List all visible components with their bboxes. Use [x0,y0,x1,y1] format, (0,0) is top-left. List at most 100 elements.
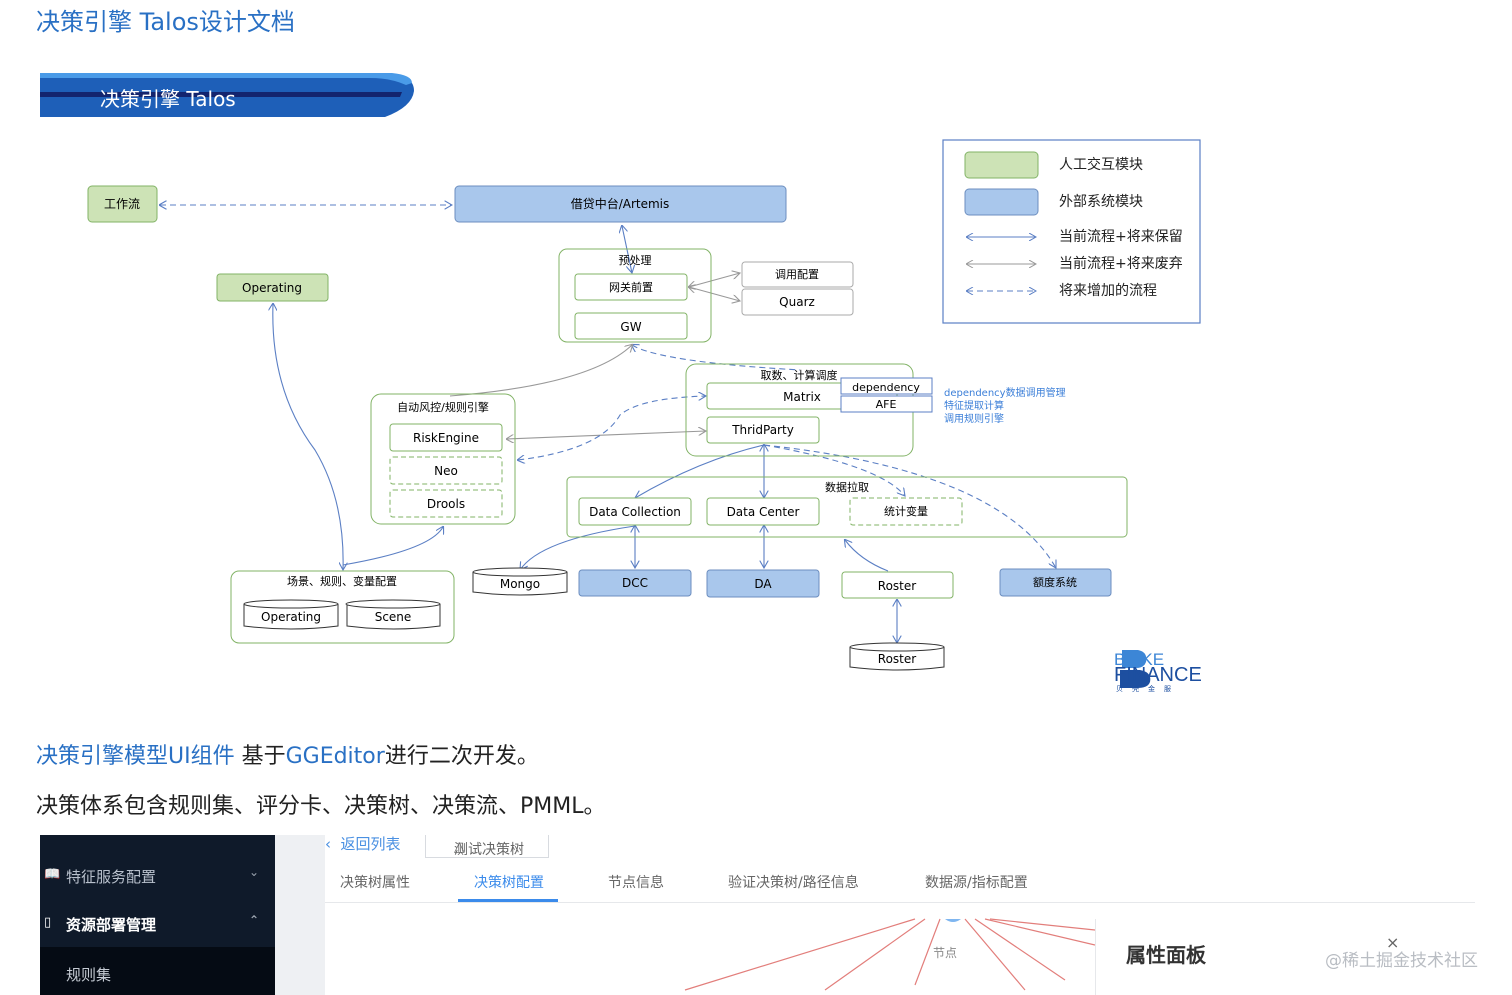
risk-engine-group [370,393,516,525]
tab-tree-config[interactable]: 决策树配置 [474,875,544,891]
architecture-diagram: 人工交互模块 外部系统模块 当前流程+将来保留 当前流程+将来废弃 将来增加的流… [87,139,1201,671]
svg-text:Matrix: Matrix [783,390,821,404]
sidebar-item-feature-service[interactable]: 📖 特征服务配置 ⌄ [40,853,275,899]
close-icon[interactable]: × [1386,933,1400,952]
data-pull-group [566,476,1128,538]
watermark: @稀土掘金技术社区 [1325,951,1478,971]
annotation-1: dependency数据调用管理 [944,386,1066,399]
svg-text:Data Collection: Data Collection [589,505,681,519]
svg-text:Quarz: Quarz [779,295,815,309]
chevron-down-icon: ⌄ [248,865,259,879]
para1-mid: 基于 [234,744,286,769]
root-node [945,919,961,922]
annotation-2: 特征提取计算 [944,399,1004,412]
preprocess-group [558,248,712,343]
svg-text:调用配置: 调用配置 [775,268,819,281]
link-ui-component[interactable]: 决策引擎模型UI组件 [36,744,235,769]
legend-green-swatch [964,151,1039,179]
link-ggeditor[interactable]: GGEditor [285,744,385,769]
logo-text-finance: FINANCE [1114,664,1202,686]
operating-db [243,599,339,630]
svg-text:Roster: Roster [878,579,916,593]
svg-text:预处理: 预处理 [619,254,652,267]
svg-text:网关前置: 网关前置 [609,280,653,294]
svg-text:场景、规则、变量配置: 场景、规则、变量配置 [287,574,397,588]
legend: 人工交互模块 外部系统模块 当前流程+将来保留 当前流程+将来废弃 将来增加的流… [942,139,1201,324]
active-tab-indicator [458,899,558,902]
afe-node [840,395,933,413]
banner-title: 决策引擎 Talos [100,87,236,111]
tab-verify-tree[interactable]: 验证决策树/路径信息 [728,875,859,891]
chevron-left-icon: ‹ [325,835,341,853]
stat-var-node [849,497,963,526]
annotation-3: 调用规则引擎 [944,412,1004,425]
sidebar: 📖 特征服务配置 ⌄ ▯ 资源部署管理 ⌃ 规则集 [40,835,275,995]
tab-test-tree[interactable]: △ 测试决策树 [425,835,549,858]
svg-text:取数、计算调度: 取数、计算调度 [761,368,838,382]
sidebar-subitem-label: 规则集 [66,966,112,984]
svg-text:GW: GW [620,320,641,334]
doc-icon: ▯ [44,915,52,930]
svg-text:Operating: Operating [242,281,302,295]
quarz-node [741,288,854,316]
artemis-node [454,185,787,223]
svg-text:Neo: Neo [434,464,458,478]
svg-text:AFE: AFE [876,398,897,411]
svg-text:DA: DA [754,577,772,591]
dependency-node [840,377,933,395]
svg-text:DCC: DCC [622,576,648,590]
legend-keep-label: 当前流程+将来保留 [1059,228,1183,245]
beike-finance-logo [1120,650,1151,688]
tab-node-info[interactable]: 节点信息 [608,875,664,891]
property-panel: 属性面板 × [1095,919,1486,995]
legend-drop-label: 当前流程+将来废弃 [1059,255,1183,272]
logo-text-sub: 贝壳金服 [1116,685,1180,693]
svg-text:借贷中台/Artemis: 借贷中台/Artemis [571,196,670,211]
chevron-up-icon: ⌃ [248,913,259,927]
book-icon: 📖 [44,867,61,882]
tree-canvas[interactable]: 节点 [325,905,1095,995]
embedded-screenshot: 📖 特征服务配置 ⌄ ▯ 资源部署管理 ⌃ 规则集 ‹ 返回列表 △ 测试决策树… [40,835,1512,995]
svg-text:统计变量: 统计变量 [884,504,928,518]
svg-text:dependency: dependency [852,381,920,394]
paragraph-ggeditor: 决策引擎模型UI组件 基于GGEditor进行二次开发。 [36,738,539,770]
svg-text:Data Center: Data Center [727,505,800,519]
sidebar-item-resource-deploy[interactable]: ▯ 资源部署管理 ⌃ [40,901,275,947]
svg-text:RiskEngine: RiskEngine [413,431,479,445]
legend-external-label: 外部系统模块 [1059,194,1143,210]
legend-human-label: 人工交互模块 [1059,156,1143,173]
tab-test-tree-label: 测试决策树 [454,842,524,858]
svg-text:自动风控/规则引擎: 自动风控/规则引擎 [397,400,489,414]
sidebar-item-label: 特征服务配置 [66,868,157,886]
svg-text:ThridParty: ThridParty [731,423,794,437]
call-config-node [741,261,854,288]
svg-text:Scene: Scene [375,610,412,624]
tab-tree-attributes[interactable]: 决策树属性 [340,875,410,891]
section-banner [40,73,414,117]
legend-blue-swatch [964,188,1039,216]
scene-config-group [230,570,455,644]
page-title: 决策引擎 Talos设计文档 [36,8,295,36]
gateway-front-node [574,273,688,301]
sidebar-subitem-ruleset[interactable]: 规则集 [40,947,275,995]
node-label: 节点 [933,946,957,960]
data-collection-node [578,497,692,526]
scene-db [345,599,441,630]
mongo-db [472,567,568,596]
tab-datasource-config[interactable]: 数据源/指标配置 [925,875,1028,891]
legend-add-label: 将来增加的流程 [1059,283,1157,299]
sidebar-item-label: 资源部署管理 [66,916,157,934]
tabs-divider [325,902,1475,903]
svg-text:工作流: 工作流 [104,197,140,211]
svg-text:Roster: Roster [878,652,916,666]
para1-tail: 进行二次开发。 [384,744,539,769]
roster-node [841,571,954,599]
svg-text:Drools: Drools [427,497,465,511]
logo-text-beike: BEIKE [1114,650,1165,669]
da-node [706,569,820,598]
thirdparty-node [706,416,820,444]
paragraph-decision-system: 决策体系包含规则集、评分卡、决策树、决策流、PMML。 [36,794,606,819]
back-link[interactable]: ‹ 返回列表 [325,835,401,854]
svg-text:数据拉取: 数据拉取 [825,480,869,494]
property-panel-title: 属性面板 [1126,943,1206,967]
